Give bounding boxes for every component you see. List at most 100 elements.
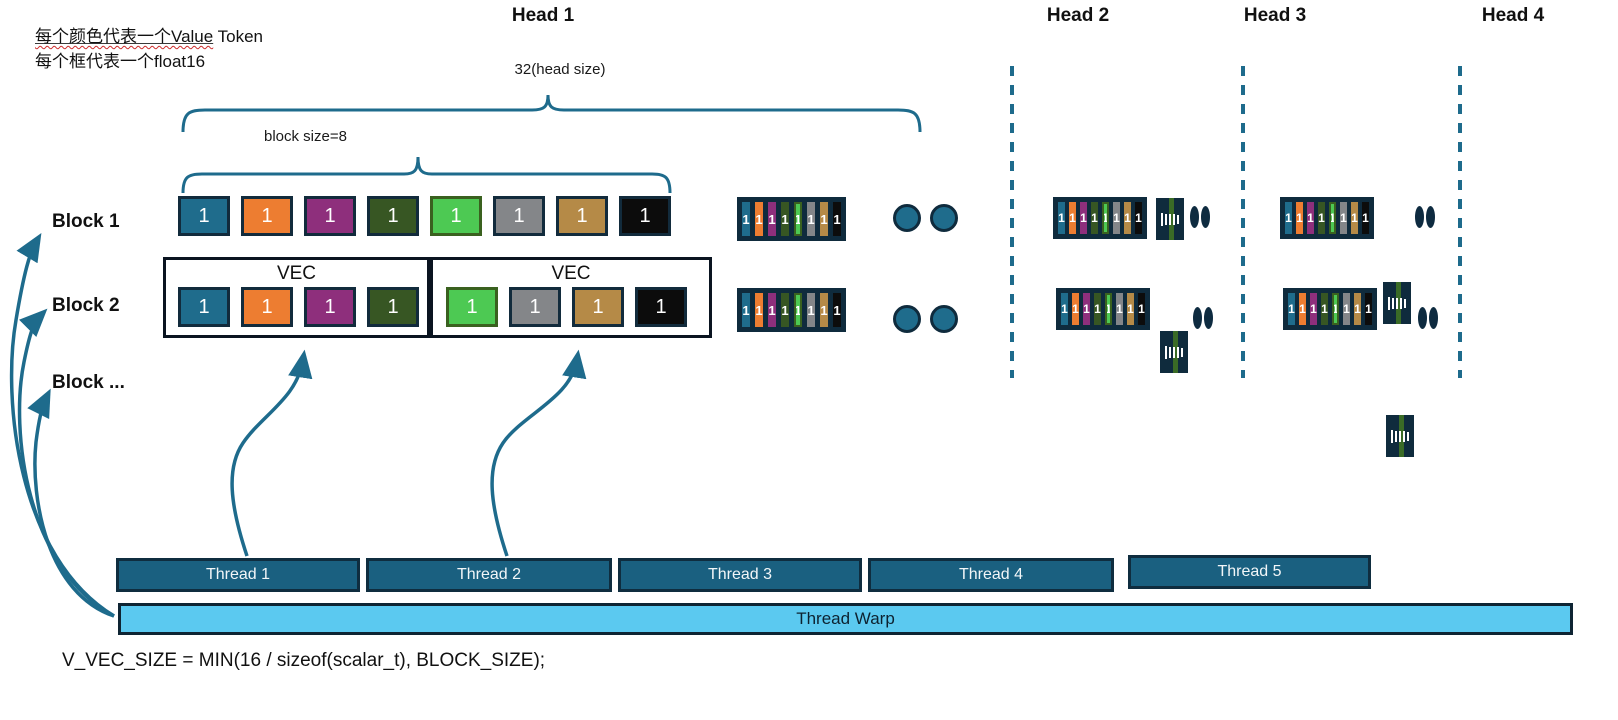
thread-4-box: Thread 4 <box>868 558 1114 592</box>
mini-dot-icon <box>1426 206 1435 228</box>
thread-warp-box: Thread Warp <box>118 603 1573 635</box>
tick-mark <box>1165 213 1167 225</box>
token-cell: 1 <box>509 287 561 327</box>
block-ellipsis-label: Block ... <box>52 372 125 393</box>
value-strip: 1 <box>1102 202 1109 234</box>
value-strip: 1 <box>1321 293 1328 325</box>
dot-icon <box>893 204 921 232</box>
value-strip: 1 <box>1318 202 1325 234</box>
value-strip: 1 <box>833 293 841 327</box>
legend-line-2: 每个框代表一个float16 <box>35 52 206 71</box>
head3-block1-mini-dots <box>1415 206 1435 228</box>
tick-mark <box>1177 214 1179 224</box>
value-strip: 1 <box>794 293 802 327</box>
head3-block2-mini-dots <box>1418 307 1438 329</box>
mini-dot-icon <box>1193 307 1202 329</box>
tick-mark <box>1173 346 1175 358</box>
tick-mark <box>1181 347 1183 357</box>
tick-mark <box>1392 297 1394 309</box>
value-strip: 1 <box>1365 293 1372 325</box>
warp-to-block2-arrow <box>17 308 115 618</box>
thread-3-label: Thread 3 <box>707 566 773 583</box>
block2-ellipsis-dots <box>893 305 958 333</box>
mini-dot-icon <box>1204 307 1213 329</box>
mini-dot-icon <box>1190 206 1199 228</box>
value-strip: 1 <box>807 202 815 236</box>
token-cell: 1 <box>556 196 608 236</box>
head3-block1-tickmarks <box>1383 282 1411 324</box>
tick-mark <box>1161 212 1163 226</box>
tick-mark <box>1165 345 1167 359</box>
thread-5-box: Thread 5 <box>1128 555 1371 589</box>
value-strip: 1 <box>833 202 841 236</box>
head-size-brace <box>181 94 922 133</box>
value-strip: 1 <box>1343 293 1350 325</box>
value-strip: 1 <box>1351 202 1358 234</box>
warp-to-block-ellipsis-arrow <box>27 388 115 618</box>
value-strip: 1 <box>820 202 828 236</box>
mini-dot-icon <box>1429 307 1438 329</box>
code-line: V_VEC_SIZE = MIN(16 / sizeof(scalar_t), … <box>62 650 546 671</box>
thread1-to-vec1-arrow <box>230 349 313 557</box>
head-size-annotation: 32(head size) <box>514 61 606 78</box>
thread-2-box: Thread 2 <box>366 558 612 592</box>
head-3-label: Head 3 <box>1243 5 1307 26</box>
tick-mark <box>1169 213 1171 225</box>
value-strip: 1 <box>742 293 750 327</box>
value-strip: 1 <box>781 293 789 327</box>
block-1-label: Block 1 <box>52 211 120 232</box>
thread-3-box: Thread 3 <box>618 558 862 592</box>
value-strip: 1 <box>1080 202 1087 234</box>
tick-mark <box>1396 297 1398 309</box>
tick-mark <box>1395 430 1397 442</box>
tick-mark <box>1173 213 1175 225</box>
tick-mark <box>1391 429 1393 443</box>
token-cell: 1 <box>304 196 356 236</box>
token-cell: 1 <box>241 196 293 236</box>
head2-block1-mini-dots <box>1190 206 1210 228</box>
head-2-label: Head 2 <box>1046 5 1110 26</box>
value-strip: 1 <box>1299 293 1306 325</box>
value-strip: 1 <box>1354 293 1361 325</box>
value-strip: 1 <box>1285 202 1292 234</box>
legend-line-1-rest: Token <box>213 27 263 46</box>
legend-line-1: 每个颜色代表一个Value Token <box>35 22 263 47</box>
tick-mark <box>1407 431 1409 441</box>
token-cell: 1 <box>367 287 419 327</box>
token-cell: 1 <box>178 287 230 327</box>
token-cell: 1 <box>619 196 671 236</box>
value-strip: 1 <box>768 202 776 236</box>
value-strip: 1 <box>1116 293 1123 325</box>
head-4-label: Head 4 <box>1481 5 1545 26</box>
vec-group-2: VEC <box>430 257 712 338</box>
value-strip: 1 <box>1091 202 1098 234</box>
tick-mark <box>1177 346 1179 358</box>
value-strip: 1 <box>1307 202 1314 234</box>
vec-group-1: VEC <box>163 257 430 338</box>
value-strip: 1 <box>1135 202 1142 234</box>
block1-ellipsis-dots <box>893 204 958 232</box>
token-cell: 1 <box>241 287 293 327</box>
value-strip: 1 <box>1072 293 1079 325</box>
head-1-label: Head 1 <box>511 5 575 26</box>
head3-block2-tickmarks <box>1386 415 1414 457</box>
dot-icon <box>930 305 958 333</box>
block-size-brace <box>181 156 672 194</box>
thread-1-box: Thread 1 <box>116 558 360 592</box>
tick-mark <box>1400 297 1402 309</box>
thread-2-label: Thread 2 <box>456 566 522 583</box>
value-strip: 1 <box>1124 202 1131 234</box>
thread-4-label: Thread 4 <box>958 566 1024 583</box>
thread-5-label: Thread 5 <box>1217 563 1282 580</box>
token-cell: 1 <box>304 287 356 327</box>
tick-mark <box>1388 296 1390 310</box>
mini-dot-icon <box>1201 206 1210 228</box>
token-cell: 1 <box>493 196 545 236</box>
